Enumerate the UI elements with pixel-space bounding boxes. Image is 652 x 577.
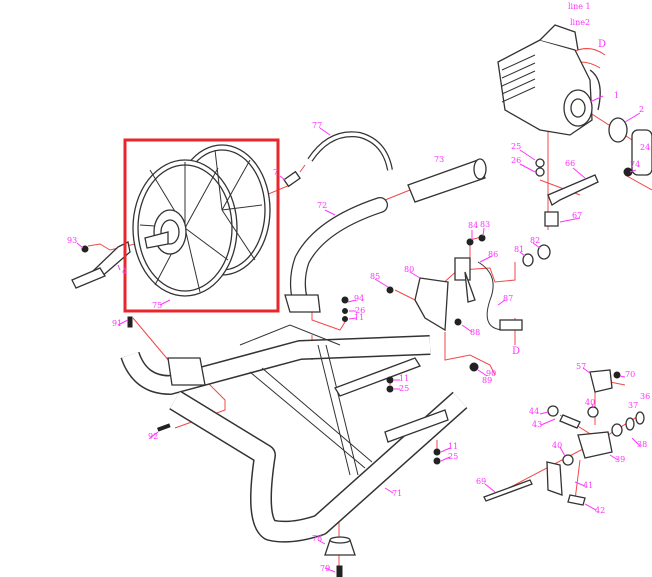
label-84: 84 [468, 221, 478, 230]
label-37: 37 [628, 401, 638, 410]
label-line2: line2 [570, 18, 590, 27]
label-93: 93 [67, 236, 77, 245]
label-89: 89 [482, 376, 492, 385]
label-86: 86 [488, 250, 498, 259]
label-25c: 25 [448, 452, 458, 461]
label-67: 67 [572, 211, 582, 220]
label-42: 42 [595, 506, 605, 515]
label-25b: 25 [399, 384, 409, 393]
label-80: 80 [404, 265, 414, 274]
label-88: 88 [470, 328, 480, 337]
label-41: 41 [583, 481, 593, 490]
label-11: 11 [354, 313, 364, 322]
label-11b: 11 [399, 374, 409, 383]
label-D-engine: D [598, 39, 606, 50]
label-39: 39 [615, 455, 625, 464]
label-74: 74 [630, 160, 640, 169]
hose [283, 131, 393, 188]
rubber-foot [324, 536, 356, 577]
label-75: 75 [152, 301, 162, 310]
throttle-assembly [386, 234, 551, 372]
label-83: 83 [480, 220, 490, 229]
label-94: 94 [354, 294, 364, 303]
mount-bracket [535, 158, 633, 227]
engine-assembly [497, 24, 652, 176]
label-71: 71 [392, 489, 402, 498]
label-26b: 26 [355, 306, 365, 315]
crank-handle [71, 241, 133, 328]
leader-lines [76, 95, 641, 573]
label-78: 78 [312, 534, 322, 543]
label-87: 87 [503, 294, 513, 303]
label-24: 24 [640, 143, 650, 152]
clutch-drum [608, 117, 628, 143]
label-36: 36 [640, 392, 650, 401]
handle-grip [407, 158, 487, 203]
label-1: 1 [614, 91, 619, 100]
label-26: 26 [511, 156, 521, 165]
label-57: 57 [576, 362, 586, 371]
label-85: 85 [370, 272, 380, 281]
label-D-throttle: D [512, 346, 520, 357]
label-11c: 11 [448, 442, 458, 451]
label-77: 77 [312, 121, 322, 130]
label-81: 81 [514, 245, 524, 254]
label-7: 7 [273, 168, 278, 177]
label-43: 43 [532, 420, 542, 429]
label-70: 70 [625, 370, 635, 379]
label-38: 38 [637, 440, 647, 449]
label-66: 66 [565, 159, 575, 168]
part-labels: line 1 line2 D 1 2 25 26 66 74 67 24 77 … [67, 2, 650, 573]
label-91: 91 [112, 319, 122, 328]
handlebar [284, 197, 388, 313]
label-79: 79 [320, 564, 330, 573]
label-72: 72 [317, 201, 327, 210]
label-4: 4 [122, 267, 127, 276]
label-82: 82 [530, 236, 540, 245]
label-90: 90 [486, 369, 496, 378]
frame [120, 296, 468, 543]
label-40b: 40 [552, 441, 562, 450]
label-25: 25 [511, 142, 521, 151]
pump-assembly [483, 369, 645, 506]
label-73: 73 [434, 155, 444, 164]
hose-reel [132, 144, 271, 297]
label-69: 69 [476, 477, 486, 486]
label-40: 40 [585, 398, 595, 407]
label-line1: line 1 [568, 2, 591, 11]
label-92: 92 [148, 432, 158, 441]
label-2: 2 [639, 105, 644, 114]
highlight-box [123, 138, 280, 313]
label-44: 44 [529, 407, 539, 416]
